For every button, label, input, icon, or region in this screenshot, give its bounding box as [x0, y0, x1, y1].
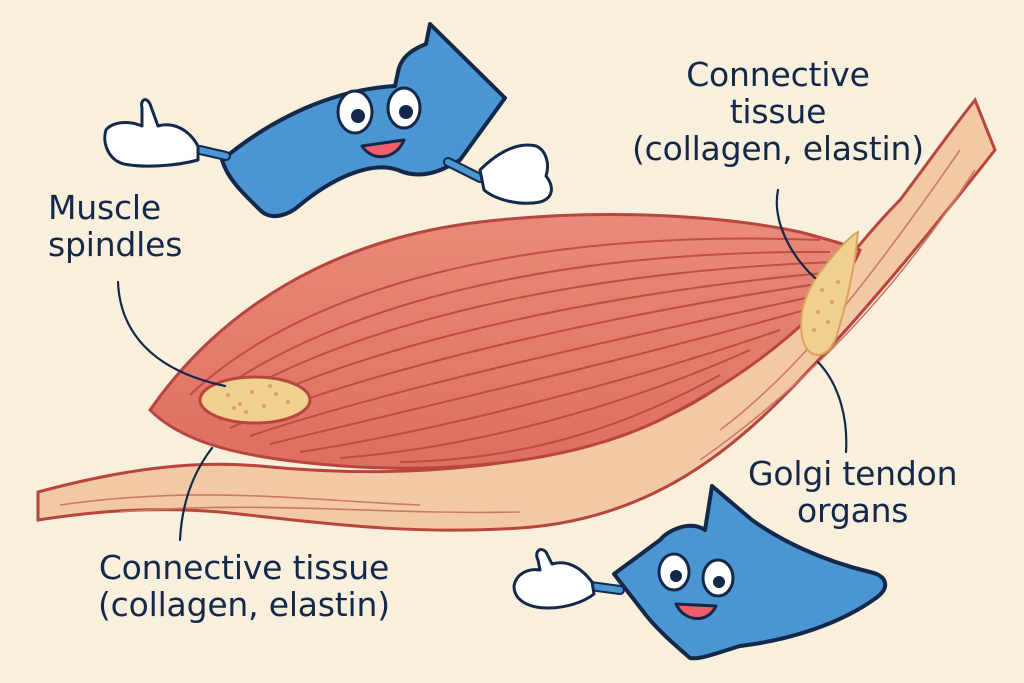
leader-gto: [816, 360, 848, 454]
muscle-spindle: [198, 375, 312, 425]
leader-spindles: [116, 280, 227, 388]
leader-ct-top: [775, 188, 817, 280]
label-golgi-tendon-organs: Golgi tendon organs: [748, 454, 958, 530]
label-line: Connective: [686, 55, 870, 94]
label-line: Muscle: [48, 188, 161, 227]
label-line: tissue: [729, 91, 827, 131]
muscle-belly: [148, 213, 862, 470]
label-line: spindles: [48, 224, 183, 264]
label-line: (collagen, elastin): [98, 584, 390, 624]
label-connective-tissue-top: Connective tissue (collagen, elastin): [632, 55, 924, 168]
tendon-band: [36, 97, 997, 532]
label-muscle-spindles: Muscle spindles: [48, 188, 183, 264]
label-line: (collagen, elastin): [632, 128, 924, 168]
arrow-character-icon: [512, 484, 887, 661]
arrow-character-icon: [103, 22, 553, 219]
label-line: organs: [797, 490, 909, 530]
golgi-tendon-organ: [800, 230, 860, 356]
leader-ct-bottom: [178, 446, 214, 542]
label-connective-tissue-bottom: Connective tissue (collagen, elastin): [98, 548, 390, 624]
label-line: Connective tissue: [98, 548, 390, 587]
label-line: Golgi tendon: [748, 454, 958, 493]
